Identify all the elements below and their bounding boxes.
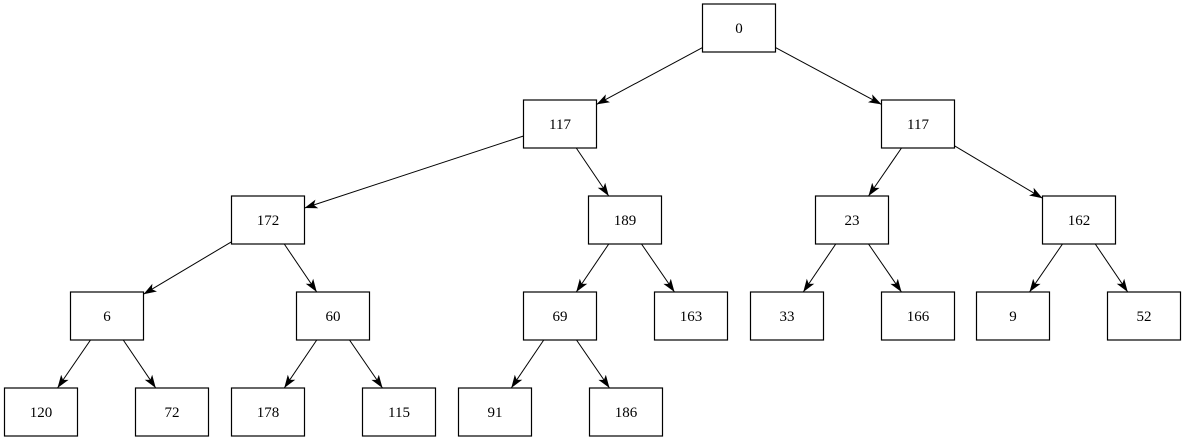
tree-node-box [587,195,663,245]
tree-node-box [880,291,956,341]
tree-node-33: 33 [749,291,825,341]
tree-node-label: 52 [1137,309,1152,325]
tree-node-60: 60 [295,291,371,341]
tree-node-115: 115 [361,387,437,437]
tree-node-label: 9 [1009,309,1017,325]
tree-node-box [69,291,145,341]
tree-node-label: 189 [614,213,637,229]
tree-node-label: 163 [680,309,703,325]
tree-edge-69-to-91 [510,339,545,389]
tree-edge-117-to-172 [304,135,524,209]
tree-edge-162-to-52 [1094,243,1129,293]
tree-edges [57,47,1129,389]
tree-node-label: 6 [103,309,111,325]
tree-edge-0-to-117 [775,47,882,105]
tree-edge-23-to-166 [868,243,902,293]
tree-edge-117-to-189 [575,147,610,197]
tree-node-label: 69 [553,309,568,325]
tree-node-box [230,195,306,245]
tree-node-box [457,387,533,437]
tree-edge-23-to-33 [802,243,837,293]
tree-node-6: 6 [69,291,145,341]
tree-node-label: 120 [30,405,53,421]
tree-node-label: 117 [549,117,571,133]
tree-node-9: 9 [975,291,1051,341]
tree-edge-189-to-69 [575,243,610,293]
tree-node-label: 115 [388,405,410,421]
tree-nodes: 0 117 117 172 189 23 162 6 60 69 163 33 166 9 52 120 72 1… [3,3,1182,437]
tree-edge-172-to-60 [283,243,318,293]
tree-node-label: 162 [1068,213,1091,229]
tree-edge-6-to-120 [57,339,91,389]
tree-node-label: 178 [257,405,280,421]
tree-node-52: 52 [1106,291,1182,341]
tree-node-box [701,3,777,53]
tree-node-box [653,291,729,341]
tree-edge-162-to-9 [1029,243,1063,293]
tree-node-box [814,195,890,245]
tree-node-178: 178 [230,387,306,437]
tree-node-box [522,291,598,341]
tree-node-162: 162 [1041,195,1117,245]
tree-node-label: 60 [326,309,341,325]
tree-node-0: 0 [701,3,777,53]
tree-node-label: 186 [615,405,638,421]
tree-node-label: 91 [488,405,503,421]
tree-node-box [361,387,437,437]
tree-node-box [588,387,664,437]
tree-node-186: 186 [588,387,664,437]
tree-node-box [1106,291,1182,341]
tree-edge-69-to-186 [576,339,610,389]
tree-node-117: 117 [522,99,598,149]
tree-node-189: 189 [587,195,663,245]
tree-node-166: 166 [880,291,956,341]
tree-edge-0-to-117 [596,47,703,105]
tree-node-163: 163 [653,291,729,341]
tree-node-box [522,99,598,149]
tree-node-box [975,291,1051,341]
tree-node-117: 117 [880,99,956,149]
tree-node-box [295,291,371,341]
tree-edge-117-to-162 [954,145,1043,199]
tree-edge-6-to-72 [122,339,157,389]
tree-node-label: 23 [845,213,860,229]
tree-edge-117-to-23 [868,147,902,197]
tree-node-69: 69 [522,291,598,341]
tree-edge-60-to-115 [349,339,383,389]
tree-node-box [230,387,306,437]
tree-node-label: 0 [735,21,743,37]
tree-node-box [134,387,210,437]
tree-edge-60-to-178 [283,339,318,389]
tree-node-72: 72 [134,387,210,437]
tree-edge-189-to-163 [641,243,675,293]
tree-node-box [880,99,956,149]
tree-node-23: 23 [814,195,890,245]
tree-node-172: 172 [230,195,306,245]
tree-node-label: 33 [780,309,795,325]
tree-node-120: 120 [3,387,79,437]
tree-edge-172-to-6 [143,241,232,295]
tree-node-label: 172 [257,213,280,229]
tree-node-box [3,387,79,437]
tree-node-label: 72 [165,405,180,421]
tree-node-label: 166 [907,309,930,325]
tree-node-label: 117 [907,117,929,133]
tree-node-91: 91 [457,387,533,437]
tree-node-box [749,291,825,341]
tree-node-box [1041,195,1117,245]
